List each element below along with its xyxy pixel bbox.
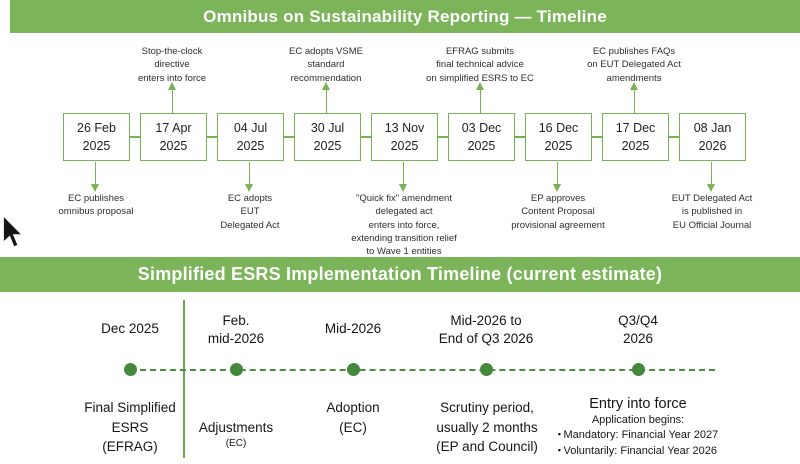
arrow-line	[249, 162, 250, 185]
milestone-what: Adjustments (EC)	[141, 398, 331, 464]
date-box: 08 Jan 2026	[679, 113, 746, 161]
separator-line	[183, 300, 185, 458]
arrow-line	[711, 162, 712, 185]
event-note-below: EUT Delegated Act is published in EU Off…	[671, 193, 753, 231]
event-note-above: EFRAG submits final technical advice on …	[426, 46, 534, 84]
milestone-when: Mid-2026	[324, 321, 382, 336]
arrow-line	[403, 162, 404, 185]
arrow-down-icon	[399, 184, 407, 192]
date-box: 04 Jul 2025	[217, 113, 284, 161]
date-box: 17 Apr 2025	[140, 113, 207, 161]
entry-into-force-block: Entry into force Application begins: Man…	[518, 396, 758, 460]
arrow-line	[557, 162, 558, 185]
date-box: 03 Dec 2025	[448, 113, 515, 161]
section-title: Simplified ESRS Implementation Timeline …	[137, 264, 663, 284]
arrow-line	[172, 89, 173, 113]
box-connector	[514, 136, 526, 138]
entry-bullet-list: Mandatory: Financial Year 2027 Voluntari…	[558, 428, 718, 460]
milestone-when: Dec 2025	[101, 321, 159, 336]
entry-bullet: Voluntarily: Financial Year 2026	[558, 444, 718, 460]
arrow-up-icon	[476, 82, 484, 90]
box-connector	[129, 136, 141, 138]
arrow-down-icon	[707, 184, 715, 192]
date-box: 13 Nov 2025	[371, 113, 438, 161]
box-connector	[591, 136, 603, 138]
box-connector	[668, 136, 680, 138]
milestone-what-main: Adjustments	[198, 419, 274, 435]
event-note-above: EC adopts VSME standard recommendation	[289, 46, 363, 84]
milestone-dot	[347, 363, 360, 376]
arrow-up-icon	[630, 82, 638, 90]
arrow-line	[95, 162, 96, 185]
milestone-what: Adoption (EC)	[326, 400, 380, 435]
milestone-dot	[124, 363, 137, 376]
entry-bullet: Mandatory: Financial Year 2027	[558, 428, 718, 444]
event-note-below: EP approves Content Proposal provisional…	[511, 193, 605, 231]
header-band-esrs: Simplified ESRS Implementation Timeline …	[0, 257, 800, 292]
milestone-dot	[230, 363, 243, 376]
date-box: 17 Dec 2025	[602, 113, 669, 161]
milestone-what: Scrutiny period, usually 2 months (EP an…	[436, 400, 538, 455]
arrow-line	[480, 89, 481, 113]
box-connector	[360, 136, 372, 138]
milestone-what: Final Simplified ESRS (EFRAG)	[84, 400, 176, 455]
milestone-when: Mid-2026 to End of Q3 2026	[438, 313, 534, 347]
entry-subtitle: Application begins:	[591, 414, 685, 426]
arrow-line	[326, 89, 327, 113]
date-box: 16 Dec 2025	[525, 113, 592, 161]
milestone-when: Feb. mid-2026	[207, 313, 265, 347]
event-note-above: EC publishes FAQs on EUT Delegated Act a…	[587, 46, 681, 84]
milestone-what-sub: (EC)	[225, 438, 247, 450]
event-note-below: EC adopts EUT Delegated Act	[220, 193, 280, 231]
dashed-timeline	[130, 369, 715, 371]
event-note-below: "Quick fix" amendment delegated act ente…	[351, 193, 457, 258]
milestone-dot	[632, 363, 645, 376]
arrow-up-icon	[168, 82, 176, 90]
box-connector	[437, 136, 449, 138]
date-box: 26 Feb 2025	[63, 113, 130, 161]
arrow-down-icon	[245, 184, 253, 192]
header-band-omnibus: Omnibus on Sustainability Reporting — Ti…	[10, 0, 800, 33]
date-box: 30 Jul 2025	[294, 113, 361, 161]
event-note-above: Stop-the-clock directive enters into for…	[137, 46, 207, 84]
milestone-dot	[480, 363, 493, 376]
arrow-down-icon	[553, 184, 561, 192]
mouse-cursor-icon	[1, 212, 27, 257]
box-connector	[206, 136, 218, 138]
box-connector	[283, 136, 295, 138]
entry-title: Entry into force	[589, 396, 687, 412]
arrow-line	[634, 89, 635, 113]
arrow-up-icon	[322, 82, 330, 90]
arrow-down-icon	[91, 184, 99, 192]
event-note-below: EC publishes omnibus proposal	[58, 193, 134, 218]
milestone-when: Q3/Q4 2026	[618, 313, 658, 347]
page-title: Omnibus on Sustainability Reporting — Ti…	[203, 6, 607, 26]
